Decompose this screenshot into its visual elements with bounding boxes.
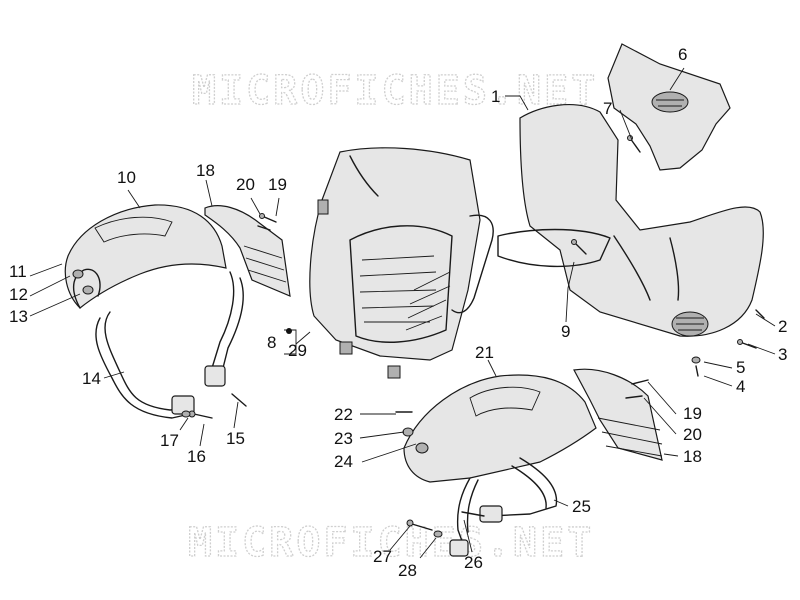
callout-15: 15 <box>226 429 245 448</box>
callout-26: 26 <box>464 553 483 572</box>
part-inner-front-cover <box>497 104 764 337</box>
callout-3: 3 <box>778 345 787 364</box>
callout-4: 4 <box>736 377 745 396</box>
callout-29-dot-marker <box>286 328 292 334</box>
part-fasteners <box>181 135 765 538</box>
callout-24: 24 <box>334 452 353 471</box>
part-rear-mudguard <box>403 374 597 483</box>
callout-23: 23 <box>334 429 353 448</box>
callout-8: 8 <box>267 333 276 352</box>
callout-18-right: 18 <box>683 447 702 466</box>
callout-29: 29 <box>288 341 307 360</box>
callout-6: 6 <box>678 45 687 64</box>
watermark-bottom: MICROFICHES.NET <box>188 520 594 566</box>
callout-20-left: 20 <box>236 175 255 194</box>
callout-22: 22 <box>334 405 353 424</box>
callout-5: 5 <box>736 358 745 377</box>
callout-13: 13 <box>9 307 28 326</box>
callout-14: 14 <box>82 369 101 388</box>
callout-16: 16 <box>187 447 206 466</box>
callout-17: 17 <box>160 431 179 450</box>
callout-11: 11 <box>9 262 27 281</box>
callout-19-left: 19 <box>268 175 287 194</box>
watermark-top: MICROFICHES.NET <box>192 68 598 114</box>
part-front-mudguard <box>64 204 227 309</box>
callout-7: 7 <box>603 99 612 118</box>
callout-20-right: 20 <box>683 425 702 444</box>
callout-27: 27 <box>373 547 392 566</box>
callout-10: 10 <box>117 168 136 187</box>
callout-25: 25 <box>572 497 591 516</box>
callout-9: 9 <box>561 322 570 341</box>
callout-labels: 1 2 3 4 5 6 7 8 9 10 11 12 13 14 15 16 1… <box>9 45 787 580</box>
callout-12: 12 <box>9 285 28 304</box>
part-leg-shield <box>309 147 494 379</box>
callout-1: 1 <box>491 87 500 106</box>
callout-19-right: 19 <box>683 404 702 423</box>
part-front-mudguard-bracket <box>95 271 244 419</box>
part-mudguard-insert-left <box>204 205 291 297</box>
callout-28: 28 <box>398 561 417 580</box>
callout-18-left: 18 <box>196 161 215 180</box>
callout-21: 21 <box>475 343 494 362</box>
leader-lines <box>29 67 776 559</box>
callout-2: 2 <box>778 317 787 336</box>
part-inner-cover-pocket <box>607 43 731 171</box>
part-rear-mudguard-bracket <box>449 457 558 557</box>
